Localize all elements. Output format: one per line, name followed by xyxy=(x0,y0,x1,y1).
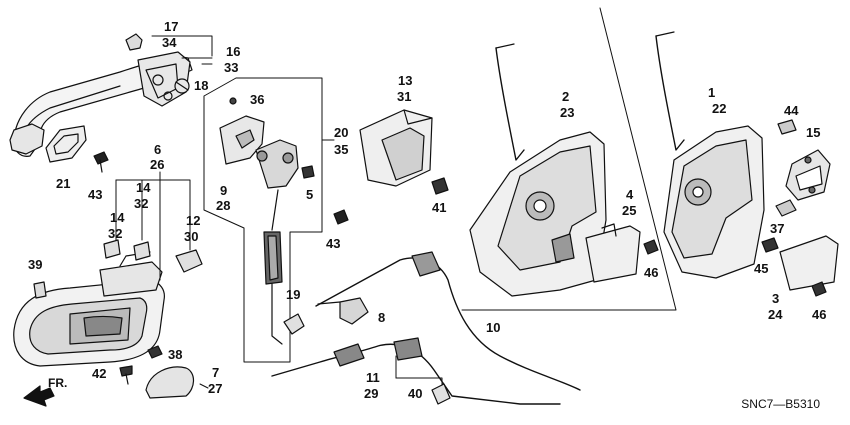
callout-14-left: 14 xyxy=(110,210,125,225)
rod-8 xyxy=(317,297,369,325)
callout-43-mid: 43 xyxy=(326,236,341,251)
callout-40: 40 xyxy=(408,386,423,401)
bolt-44 xyxy=(777,119,797,135)
lock-cylinder-group xyxy=(203,77,335,363)
callout-21: 21 xyxy=(56,176,71,191)
screw-38 xyxy=(147,345,163,359)
clip-19 xyxy=(283,313,305,335)
clip-40 xyxy=(431,383,451,405)
callout-28: 28 xyxy=(216,198,231,213)
striker-15 xyxy=(785,149,831,201)
screw-42 xyxy=(119,365,133,385)
callout-1: 1 xyxy=(708,85,716,100)
callout-14-right: 14 xyxy=(136,180,151,195)
clip-39 xyxy=(33,281,47,299)
callout-27: 27 xyxy=(208,381,223,396)
cable-11 xyxy=(271,337,561,405)
callout-45: 45 xyxy=(754,261,769,276)
callout-43-left: 43 xyxy=(88,187,103,202)
callout-10: 10 xyxy=(486,320,501,335)
insulator-pad xyxy=(359,109,433,187)
inside-handle-cover xyxy=(145,366,195,399)
outside-handle xyxy=(9,51,193,157)
bolt-43-left xyxy=(93,151,109,173)
callout-38: 38 xyxy=(168,347,183,362)
callout-46-front: 46 xyxy=(644,265,659,280)
callout-22: 22 xyxy=(712,101,727,116)
inside-handle xyxy=(13,251,165,367)
callout-42: 42 xyxy=(92,366,107,381)
latch-cover-front xyxy=(585,223,641,283)
callout-23: 23 xyxy=(560,105,575,120)
clip-46-front xyxy=(643,239,659,255)
callout-37: 37 xyxy=(770,221,785,236)
callout-33: 33 xyxy=(224,60,239,75)
clip-46-rear xyxy=(811,281,827,297)
callout-3: 3 xyxy=(772,291,780,306)
callout-17: 17 xyxy=(164,19,179,34)
callout-4: 4 xyxy=(626,187,634,202)
bolt-43-mid xyxy=(333,209,349,225)
front-arrow-icon xyxy=(23,385,55,407)
handle-gasket xyxy=(45,125,87,163)
callout-29: 29 xyxy=(364,386,379,401)
callout-5: 5 xyxy=(306,187,314,202)
rear-latch-group xyxy=(655,31,765,279)
clip-41 xyxy=(431,177,449,195)
clip-14-left xyxy=(103,239,121,259)
callout-30: 30 xyxy=(184,229,199,244)
callout-12: 12 xyxy=(186,213,201,228)
callout-25: 25 xyxy=(622,203,637,218)
callout-36: 36 xyxy=(250,92,265,107)
bolt-37 xyxy=(775,199,797,217)
callout-24: 24 xyxy=(768,307,783,322)
front-latch-group xyxy=(461,7,677,311)
callout-41: 41 xyxy=(432,200,447,215)
callout-20: 20 xyxy=(334,125,349,140)
callout-31: 31 xyxy=(397,89,412,104)
callout-2: 2 xyxy=(562,89,570,104)
callout-39: 39 xyxy=(28,257,43,272)
latch-cover-rear xyxy=(779,235,839,291)
callout-32-left: 32 xyxy=(108,226,123,241)
clip-14-right xyxy=(133,241,151,261)
cable-10 xyxy=(315,251,581,391)
callout-34: 34 xyxy=(162,35,177,50)
callout-13: 13 xyxy=(398,73,413,88)
part-code: SNC7—B5310 xyxy=(741,397,820,411)
callout-26: 26 xyxy=(150,157,165,172)
callout-9: 9 xyxy=(220,183,228,198)
callout-46-rear: 46 xyxy=(812,307,827,322)
callout-7: 7 xyxy=(212,365,220,380)
callout-19: 19 xyxy=(286,287,301,302)
front-label: FR. xyxy=(48,376,68,390)
screw-5 xyxy=(301,165,315,179)
clip-12 xyxy=(175,249,203,273)
clip-17 xyxy=(125,33,143,51)
callout-6: 6 xyxy=(154,142,162,157)
callout-18: 18 xyxy=(194,78,209,93)
callout-35: 35 xyxy=(334,142,349,157)
callout-32-right: 32 xyxy=(134,196,149,211)
callout-11: 11 xyxy=(366,370,380,385)
callout-44: 44 xyxy=(784,103,799,118)
callout-16: 16 xyxy=(226,44,241,59)
bolt-45 xyxy=(761,237,779,253)
callout-8: 8 xyxy=(378,310,386,325)
callout-15: 15 xyxy=(806,125,821,140)
cap-18 xyxy=(174,78,190,94)
